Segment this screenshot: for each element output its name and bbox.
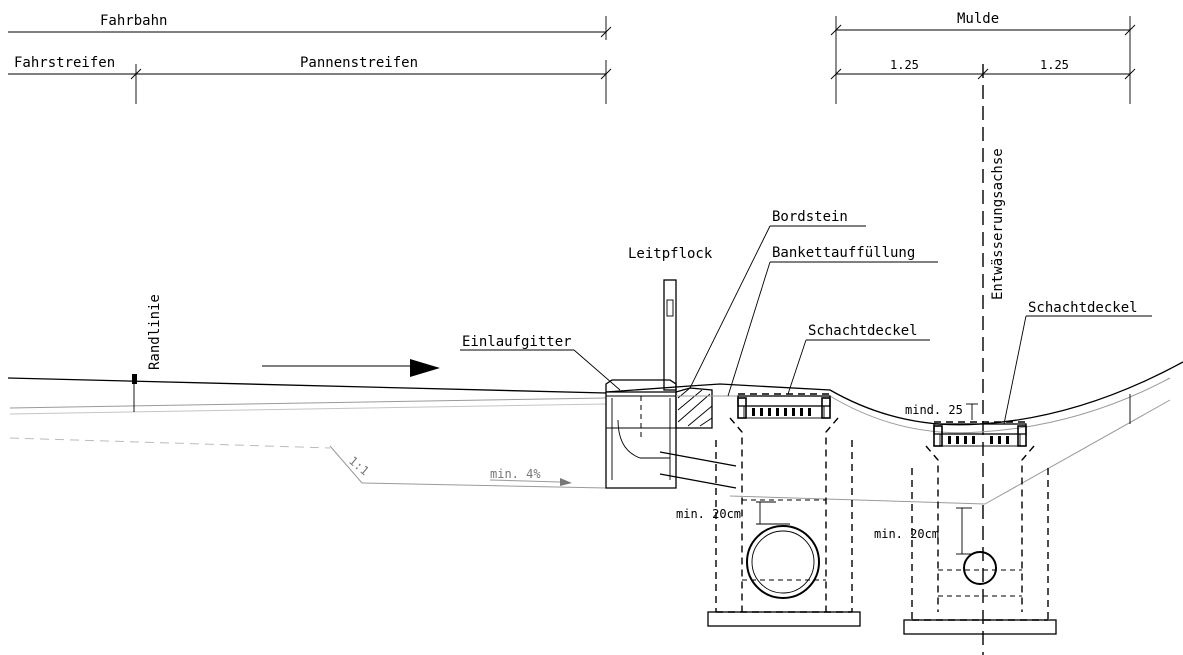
dimension-fahrbahn: Fahrbahn [8,13,612,40]
leitpflock: Leitpflock [628,246,713,391]
mulde-right-width: 1.25 [1040,58,1069,72]
right-shaft-cover [933,425,1027,447]
slope-ratio-label: 1:1 [346,454,372,479]
einlaufgitter-label: Einlaufgitter [462,334,572,350]
left-shaft: min. 20cm Schachtdeckel [676,323,930,627]
fahrbahn-label: Fahrbahn [100,13,167,29]
bordstein: Bordstein [675,209,866,429]
dimension-fahrstreifen-pannenstreifen: Fahrstreifen Pannenstreifen [8,55,612,104]
bordstein-label: Bordstein [772,209,848,225]
right-shaft: min. 20cm mind. 25 Schachtdeckel [874,300,1152,635]
randlinie-marker: Randlinie [132,294,163,412]
flow-direction-arrow [262,359,440,377]
min-20cm-left-label: min. 20cm [676,507,741,521]
entwaesserungsachse: Entwässerungsachse [982,64,1006,655]
min-4-percent-label: min. 4% [490,467,541,481]
bankettauffuellung-label: Bankettauffüllung [772,245,915,261]
schachtdeckel-left-label: Schachtdeckel [808,323,918,339]
entwaesserungsachse-label: Entwässerungsachse [990,148,1006,300]
dimension-mulde: Mulde 1.25 1.25 [830,11,1136,104]
pannenstreifen-label: Pannenstreifen [300,55,418,71]
left-shaft-cover [737,397,831,419]
schachtdeckel-right-label: Schachtdeckel [1028,300,1138,316]
leitpflock-label: Leitpflock [628,246,713,262]
randlinie-label: Randlinie [147,294,163,370]
einlauf-structure: Einlaufgitter [460,334,737,489]
min-20cm-right-label: min. 20cm [874,527,939,541]
fahrstreifen-label: Fahrstreifen [14,55,115,71]
mulde-left-width: 1.25 [890,58,919,72]
mulde-label: Mulde [957,11,999,27]
mind-25-label: mind. 25 [905,403,963,417]
road-surface [7,377,607,449]
